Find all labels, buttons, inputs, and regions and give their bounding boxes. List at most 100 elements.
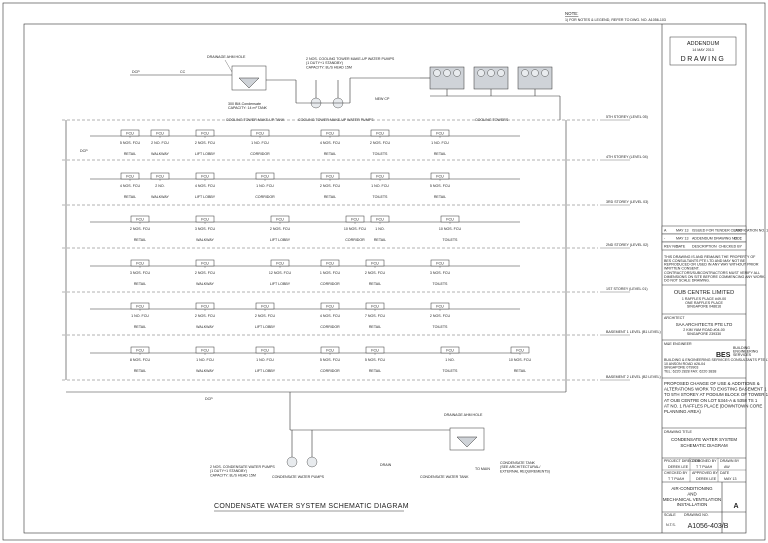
area-label: WALKWAY — [151, 195, 169, 199]
engineer-heading: M&E ENGINEER — [664, 342, 692, 346]
fcu-tag: FCU — [201, 175, 209, 179]
area-label: RETAIL — [369, 325, 381, 329]
revision-desc: DESCRIPTION — [692, 245, 717, 249]
area-label: CORRIDOR — [250, 152, 270, 156]
revision-by: CHECKED BY — [719, 245, 743, 249]
area-label: LIFT LOBBY — [270, 282, 291, 286]
revision-by: DCC — [734, 229, 742, 233]
fcu-tag: FCU — [256, 132, 264, 136]
area-label: TOILETS — [443, 238, 459, 242]
fcu-count-label: 5 NOS. FCU — [320, 358, 341, 362]
fcu-count-label: 4 NOS. FCU — [120, 184, 141, 188]
fcu-count-label: 3 NOS. FCU — [430, 271, 451, 275]
cooling-tower-fan — [433, 69, 441, 77]
meta-label: APPROVED BY — [692, 471, 718, 475]
area-label: WALKWAY — [196, 325, 214, 329]
note-heading: NOTE: — [565, 11, 578, 16]
fcu-count-label: 2 NOS. FCU — [430, 314, 451, 318]
addendum-title: ADDENDUM — [687, 41, 720, 47]
note-line: 1) FOR NOTES & LEGEND, REFER TO DWG. NO.… — [565, 18, 666, 22]
area-label: RETAIL — [434, 152, 446, 156]
fcu-count-label: 7 NOS. FCU — [365, 314, 386, 318]
area-label: TOILETS — [433, 282, 449, 286]
to-main-label: TO MAIN — [475, 467, 490, 471]
fcu-tag: FCU — [376, 132, 384, 136]
area-label: WALKWAY — [196, 369, 214, 373]
area-label: CORRIDOR — [320, 369, 340, 373]
meta-value: DEREK LEE — [696, 477, 717, 481]
area-label: RETAIL — [134, 325, 146, 329]
fcu-count-label: 10 NOS. FCU — [344, 227, 367, 231]
client-name: OUB CENTRE LIMITED — [674, 290, 734, 296]
fcu-tag: FCU — [136, 262, 144, 266]
fcu-count-label: 1 NO. FCU — [131, 314, 149, 318]
fcu-count-label: 5 NOS. FCU — [430, 184, 451, 188]
fcu-count-label: 2 NO. — [155, 184, 164, 188]
area-label: LIFT LOBBY — [270, 238, 291, 242]
area-label: RETAIL — [134, 282, 146, 286]
fcu-tag: FCU — [326, 132, 334, 136]
dcp-label: DCP — [132, 70, 140, 74]
revision-rev: A — [664, 229, 667, 233]
condensate-tank-cone — [456, 436, 478, 448]
meta-value: AW — [724, 465, 730, 469]
area-label: LIFT LOBBY — [195, 152, 216, 156]
fcu-tag: FCU — [371, 305, 379, 309]
condensate-pump-spec-label: 2 NOS. CONDENSATE WATER PUMPS(1 DUTY+1 S… — [210, 465, 275, 477]
engineer-details: BUILDING & ENGINEERING SERVICES CONSULTA… — [664, 358, 768, 373]
fcu-count-label: 1 NO. FCU — [256, 184, 274, 188]
cooling-tower-fan — [497, 69, 505, 77]
level-label-3: 3RD STOREY (LEVEL 03) — [606, 200, 648, 204]
copyright-note: THIS DRAWING IS AND REMAINS THE PROPERTY… — [664, 255, 759, 270]
fcu-count-label: 2 NOS. FCU — [195, 314, 216, 318]
revision-desc: ISSUED FOR TENDER CLARIFICATION NO. 1 — [692, 229, 768, 233]
level-label-2: 4TH STOREY (LEVEL 04) — [606, 155, 648, 159]
drawing-number-label: DRAWING NO. — [684, 513, 709, 517]
fcu-tag: FCU — [201, 262, 209, 266]
condensate-tank-caption: CONDENSATE WATER TANK — [420, 475, 469, 479]
fcu-tag: FCU — [156, 175, 164, 179]
area-label: RETAIL — [124, 152, 136, 156]
fcu-count-label: 3 NOS. FCU — [195, 227, 216, 231]
fcu-count-label: 2 NOS. FCU — [130, 227, 151, 231]
makeup-pump-caption: COOLING TOWER MAKE-UP WATER PUMPS — [298, 118, 374, 122]
fcu-tag: FCU — [136, 218, 144, 222]
fcu-count-label: 4 NOS. FCU — [320, 141, 341, 145]
fcu-count-label: 1 NO. FCU — [196, 358, 214, 362]
fcu-count-label: 10 NOS. FCU — [439, 227, 462, 231]
fcu-tag: FCU — [156, 132, 164, 136]
fcu-count-label: 4 NOS. FCU — [195, 184, 216, 188]
fcu-tag: FCU — [326, 262, 334, 266]
fcu-tag: FCU — [326, 349, 334, 353]
fcu-tag: FCU — [376, 175, 384, 179]
fcu-tag: FCU — [326, 305, 334, 309]
cooling-tower-fan — [531, 69, 539, 77]
condensate-pump-1 — [286, 456, 298, 468]
level-label-7: BASEMENT 2 LEVEL (B2 LEVEL) — [606, 375, 661, 379]
revision-rev: REV NO. — [664, 245, 679, 249]
cooling-tower-fan — [487, 69, 495, 77]
fcu-count-label: 2 NOS. FCU — [320, 184, 341, 188]
fcu-count-label: 2 NOS. FCU — [365, 271, 386, 275]
area-label: RETAIL — [514, 369, 526, 373]
scale-label: SCALE — [664, 513, 676, 517]
meta-label: DESIGNED BY — [692, 459, 717, 463]
fcu-tag: FCU — [126, 175, 134, 179]
revision-desc: ADDENDUM DRAWING NO. 1 — [692, 237, 741, 241]
fcu-count-label: 12 NOS. FCU — [269, 271, 292, 275]
cooling-tower-fan — [477, 69, 485, 77]
revision-date: DATE — [676, 245, 686, 249]
area-label: RETAIL — [134, 369, 146, 373]
fcu-count-label: 1 NO. — [445, 358, 454, 362]
area-label: RETAIL — [124, 195, 136, 199]
fcu-tag: FCU — [201, 132, 209, 136]
drainage-pipe-label: DRAINAGE AHM HOLE — [207, 55, 246, 59]
revision-row — [661, 241, 747, 251]
fcu-tag: FCU — [436, 175, 444, 179]
revision-date: MAY 13 — [676, 237, 688, 241]
area-label: CORRIDOR — [345, 238, 365, 242]
